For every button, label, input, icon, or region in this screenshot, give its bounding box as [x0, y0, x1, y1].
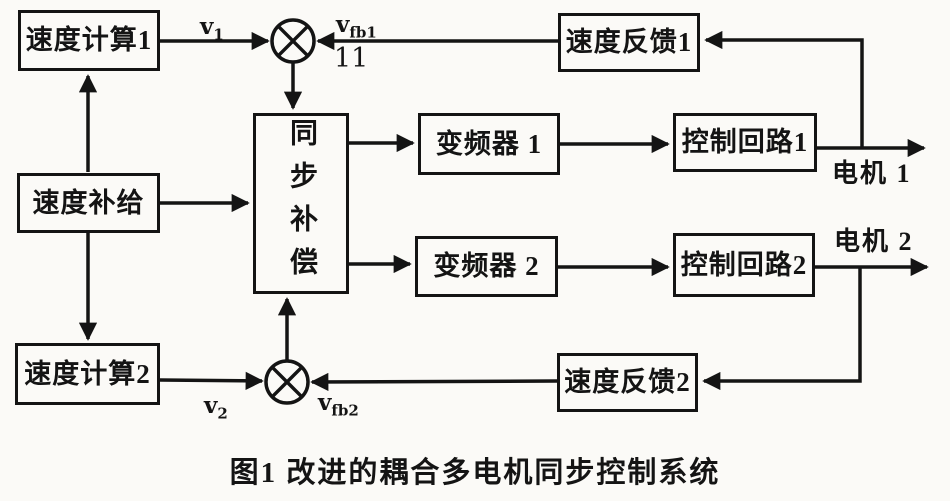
signal-label-v1: v1	[200, 15, 224, 43]
block-inverter2-label: 变频器 2	[433, 251, 540, 281]
block-speed-supply-label: 速度补给	[32, 187, 145, 218]
signal-vfb1-base: v	[336, 11, 350, 38]
line-motor1-branch-to-feedback1	[704, 30, 864, 148]
signal-vfb1-sub: fb1	[349, 23, 377, 42]
block-speed-calc1-label: 速度计算1	[25, 25, 153, 55]
sum-junction-1-icon	[270, 18, 316, 64]
sum1-tag: 11	[334, 43, 369, 74]
block-speed-feedback2: 速度反馈2	[557, 353, 698, 412]
block-control-loop1: 控制回路1	[673, 113, 817, 172]
sum-junction-2-icon	[264, 359, 310, 405]
signal-v2-sub: 2	[217, 404, 228, 423]
motor1-label: 电机 1	[832, 159, 912, 188]
block-inverter1: 变频器 1	[418, 113, 560, 175]
signal-label-vfb1: vfb1	[336, 13, 377, 41]
block-sync-compensation-label: 同步补偿	[286, 117, 317, 290]
block-speed-feedback1-label: 速度反馈1	[565, 27, 693, 57]
figure-caption: 图1 改进的耦合多电机同步控制系统	[229, 457, 721, 489]
signal-v1-base: v	[200, 13, 214, 40]
line-feedback2-to-sum2	[310, 372, 558, 392]
block-control-loop2-label: 控制回路2	[680, 249, 808, 280]
block-speed-calc1: 速度计算1	[18, 10, 160, 71]
block-inverter2: 变频器 2	[415, 236, 558, 297]
block-speed-supply: 速度补给	[17, 173, 160, 233]
block-speed-feedback2-label: 速度反馈2	[564, 367, 691, 397]
signal-v1-sub: 1	[213, 25, 224, 44]
signal-vfb2-base: v	[318, 389, 332, 416]
line-speedcalc2-to-sum2	[159, 371, 264, 390]
block-inverter1-label: 变频器 1	[435, 128, 543, 159]
block-speed-calc2-label: 速度计算2	[24, 358, 151, 389]
block-speed-feedback1: 速度反馈1	[558, 13, 700, 72]
block-speed-calc2: 速度计算2	[15, 343, 160, 405]
signal-v2-base: v	[204, 392, 218, 419]
block-control-loop1-label: 控制回路1	[681, 127, 809, 157]
signal-label-v2: v2	[204, 394, 228, 422]
signal-label-vfb2: vfb2	[318, 391, 359, 419]
signal-vfb2-sub: fb2	[331, 401, 359, 420]
block-control-loop2: 控制回路2	[673, 233, 815, 297]
line-motor2-branch-to-feedback2	[702, 267, 862, 391]
block-sync-compensation: 同步补偿	[253, 113, 349, 294]
motor2-label: 电机 2	[834, 227, 914, 256]
